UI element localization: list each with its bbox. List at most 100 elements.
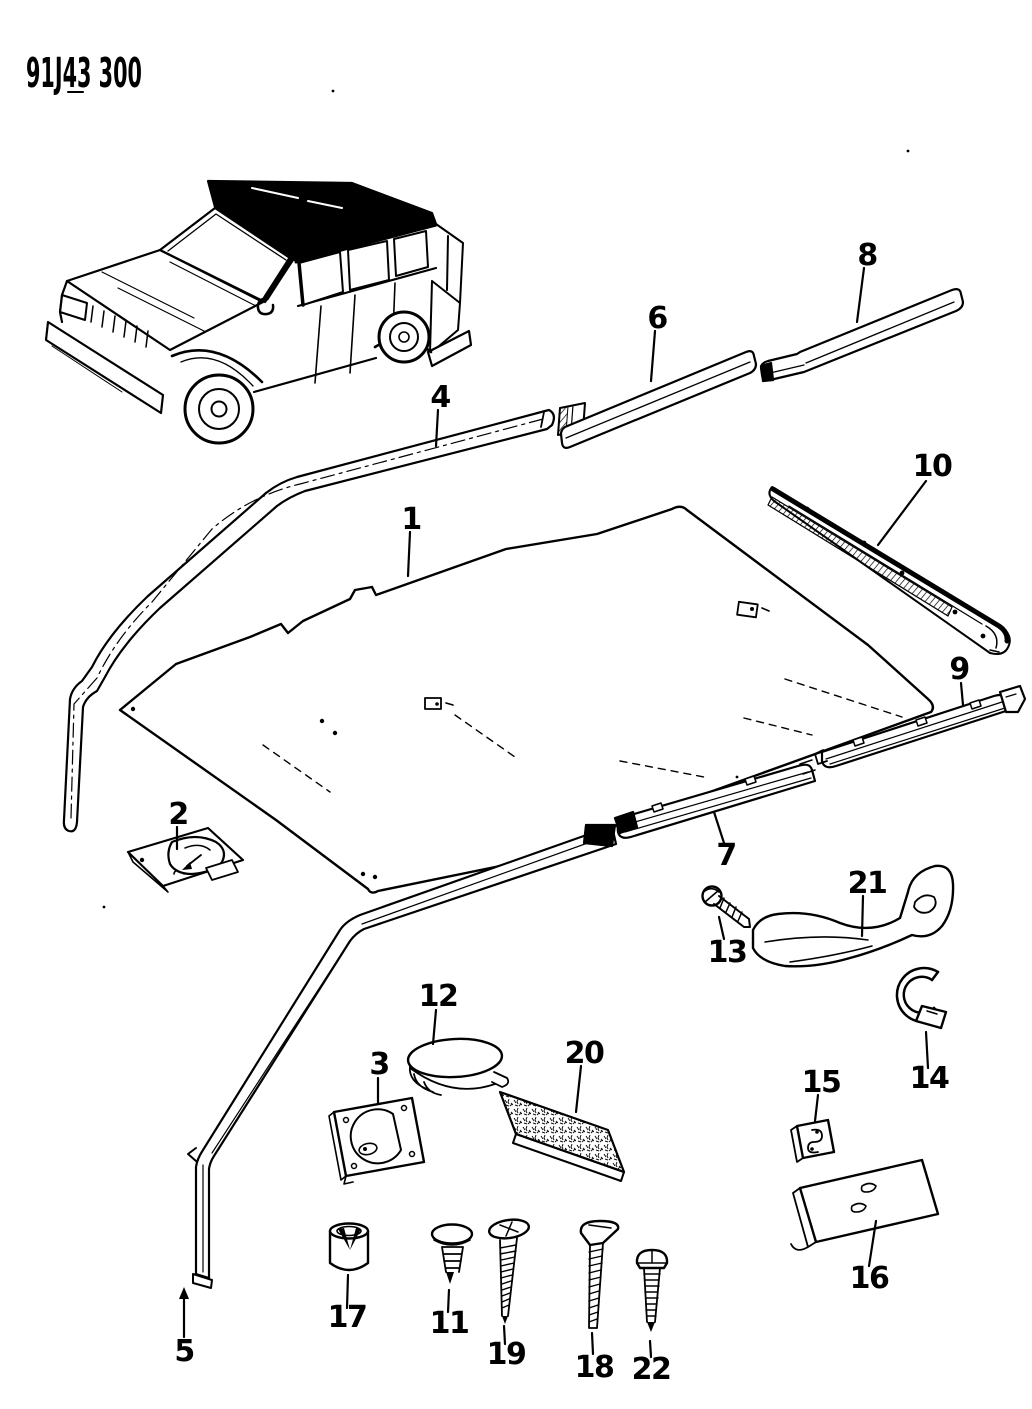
clip-15-dot xyxy=(815,1130,819,1134)
support-plate-16 xyxy=(790,1158,940,1251)
plate-16-fold xyxy=(790,1187,817,1251)
print-speckles xyxy=(102,89,910,909)
leader-21 xyxy=(860,894,865,938)
plug-notch xyxy=(491,1071,510,1088)
front-bumper xyxy=(44,320,165,415)
leader-17 xyxy=(345,1273,350,1310)
visor-clip-15 xyxy=(790,1118,836,1163)
screw-19 xyxy=(487,1218,531,1324)
plate-3-hole xyxy=(350,1162,358,1170)
ring-foot xyxy=(914,1004,948,1030)
screw-13 xyxy=(701,885,751,928)
rail-9-tab xyxy=(852,699,982,747)
plate-3-slot-dot xyxy=(363,1147,367,1151)
leader-12 xyxy=(431,1008,438,1046)
lower-molding-notch xyxy=(187,1147,197,1162)
lamp-cutout-front xyxy=(424,697,442,710)
ring-foot-line xyxy=(926,1010,938,1015)
strip-10-inner-line xyxy=(788,505,983,625)
callout-8: 8 xyxy=(857,238,877,273)
callout-17: 17 xyxy=(328,1300,367,1335)
insulator-pad-20 xyxy=(498,1090,626,1182)
leader-8 xyxy=(855,266,866,324)
leader-19 xyxy=(502,1324,507,1346)
lower-molding-inner xyxy=(202,834,611,1273)
lower-molding-foot xyxy=(192,1273,213,1289)
callout-13: 13 xyxy=(708,935,747,970)
callout-4: 4 xyxy=(430,380,450,415)
handle-outline xyxy=(751,864,955,968)
plate-16-slot xyxy=(850,1182,877,1213)
screw-22-tip xyxy=(647,1322,655,1332)
screw-13-threads xyxy=(719,897,743,922)
rail-7-left-cap xyxy=(613,810,639,835)
cutout-dot xyxy=(750,607,754,611)
strip-10-heavy-edge xyxy=(770,486,1010,644)
plug-cap xyxy=(406,1037,504,1079)
molding-8-inner-line xyxy=(769,301,955,374)
plate-3-slot xyxy=(358,1142,378,1156)
drip-molding-8 xyxy=(759,288,965,383)
front-hub xyxy=(210,400,228,418)
bracket-arrowhead xyxy=(182,862,192,870)
front-rim xyxy=(198,388,240,430)
plate-3-knockout xyxy=(349,1108,402,1165)
molding-8-end-cap xyxy=(759,361,775,383)
lower-drip-molding xyxy=(187,823,618,1289)
rear-bumper xyxy=(426,329,473,368)
pin-neck xyxy=(433,1239,471,1246)
rear-window xyxy=(347,240,390,291)
cutout-tick xyxy=(445,702,454,706)
callout-21: 21 xyxy=(848,866,887,901)
screw-13-head-slot xyxy=(704,887,720,903)
drip-molding-6 xyxy=(559,350,758,449)
callout-15: 15 xyxy=(802,1065,841,1100)
screw-22-slot xyxy=(636,1250,668,1264)
headlamp xyxy=(59,294,88,321)
plate-3-hole xyxy=(400,1104,408,1112)
leader-7 xyxy=(712,810,726,845)
rail-7-right-detail xyxy=(799,759,816,775)
cant-rail xyxy=(294,223,438,264)
callout-9: 9 xyxy=(949,652,968,687)
strip-10-end-curl xyxy=(985,625,1000,653)
speckle xyxy=(906,149,910,153)
windshield-inner-line xyxy=(167,213,287,261)
leader-6 xyxy=(649,329,657,383)
leader-lines xyxy=(175,266,965,1359)
roof-highlight xyxy=(251,187,343,209)
callout-10: 10 xyxy=(913,449,952,484)
pin-tip xyxy=(446,1272,454,1284)
molding-4-body xyxy=(62,408,556,833)
panel-dot xyxy=(130,706,136,712)
side-rail-7 xyxy=(613,759,817,839)
spacer-top xyxy=(328,1222,370,1240)
headliner-panel xyxy=(118,505,935,894)
panel-dot xyxy=(332,730,338,736)
windshield-header-strip-10 xyxy=(767,486,1011,655)
drawing-number: 91J43 300 xyxy=(26,49,142,97)
speckle xyxy=(735,775,739,779)
panel-dot xyxy=(360,871,366,877)
quarter-window xyxy=(393,230,429,277)
plug-12 xyxy=(406,1037,510,1096)
screw-22-threads xyxy=(643,1273,661,1317)
molding-4-end-tick xyxy=(540,411,545,428)
leader-4 xyxy=(434,408,440,448)
rear-rim xyxy=(389,322,419,352)
a-pillar-molding-highlight xyxy=(263,256,294,301)
callout-22: 22 xyxy=(632,1352,671,1387)
callout-7: 7 xyxy=(716,838,735,873)
pad-top xyxy=(498,1090,626,1174)
screw-18-head xyxy=(579,1219,620,1247)
rail-7-tab xyxy=(651,775,757,813)
push-pin-11 xyxy=(430,1223,474,1284)
grille-bars xyxy=(90,305,149,348)
callout-3: 3 xyxy=(369,1047,388,1082)
leader-18 xyxy=(590,1331,595,1356)
spacer-opening xyxy=(336,1225,362,1237)
callout-1: 1 xyxy=(401,502,420,537)
screw-13-shank xyxy=(713,895,751,928)
callout-14: 14 xyxy=(910,1061,949,1096)
